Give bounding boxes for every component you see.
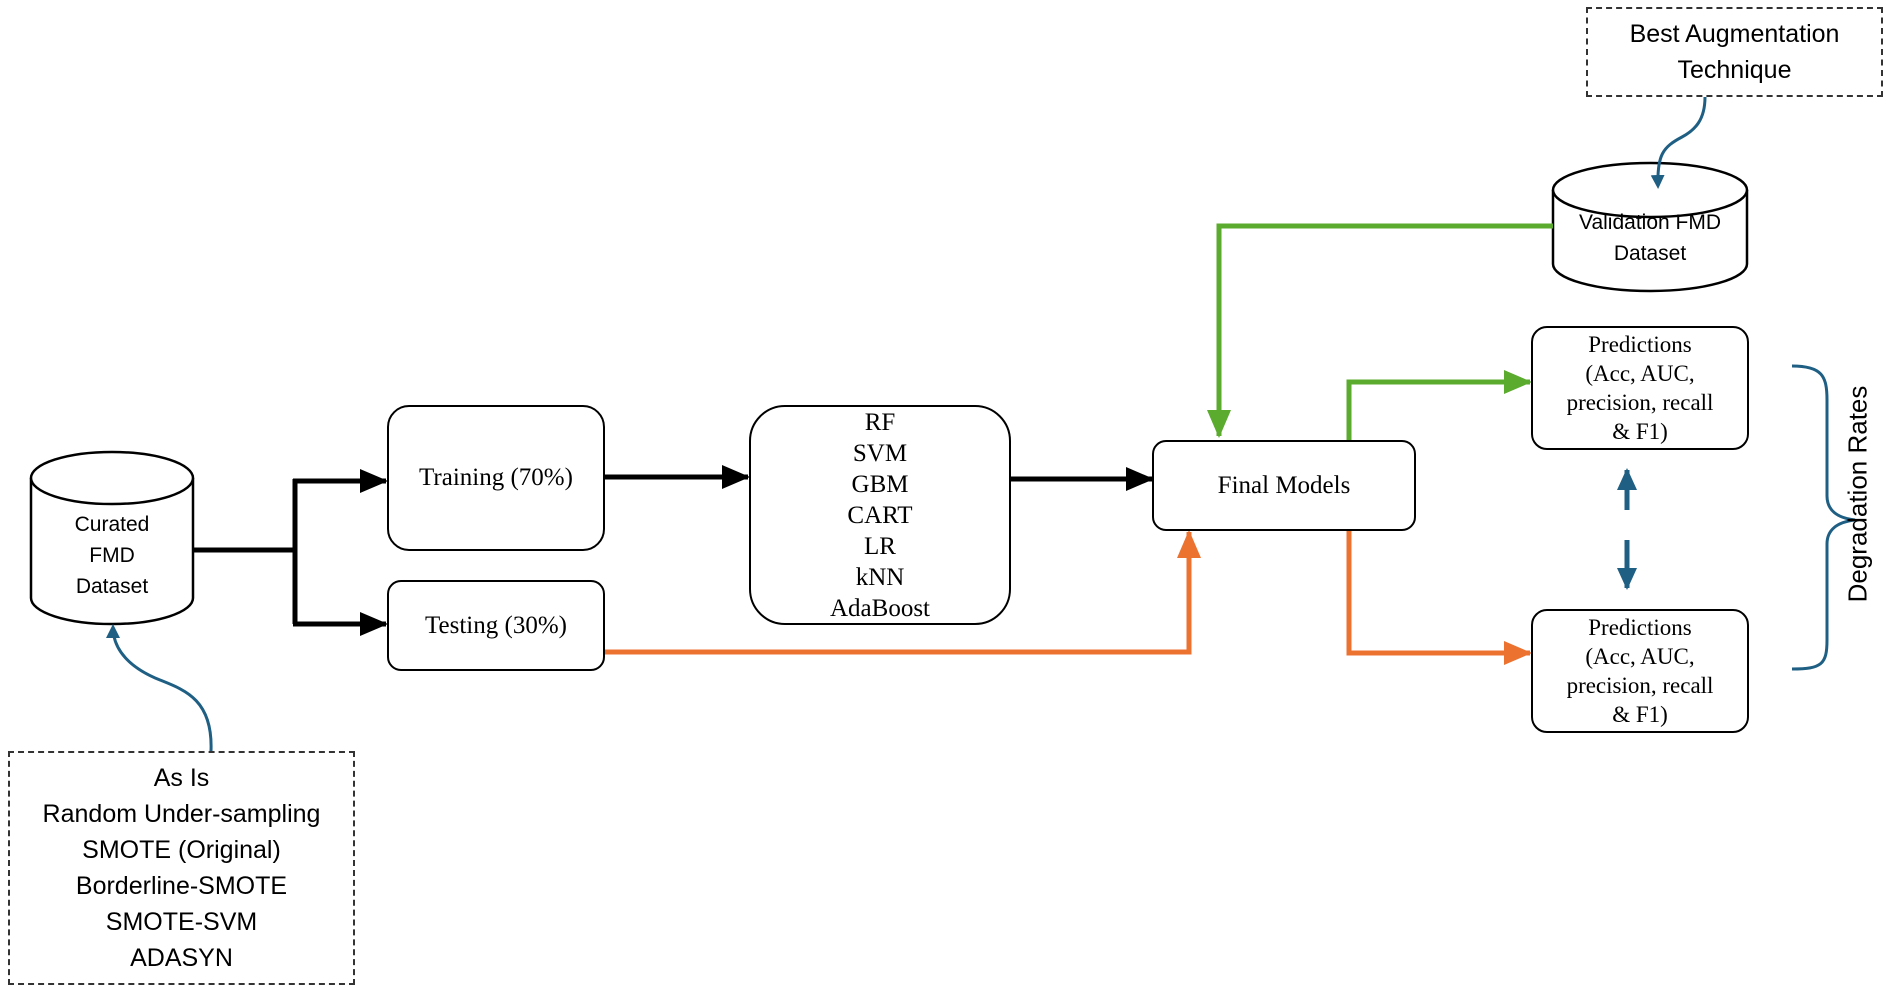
validation-dataset-line-1: Validation FMD <box>1579 211 1721 234</box>
predictions-testing-box: Predictions (Acc, AUC, precision, recall… <box>1531 609 1749 733</box>
augmentation-smote-original: SMOTE (Original) <box>82 836 281 864</box>
annotation-arrows <box>106 96 1707 752</box>
model-lr: LR <box>864 532 896 560</box>
predictions-validation-line-4: & F1) <box>1612 419 1668 444</box>
predictions-validation-line-2: (Acc, AUC, <box>1585 361 1695 386</box>
best-augmentation-box: Best Augmentation Technique <box>1586 7 1883 97</box>
validation-flow-arrows <box>1207 223 1553 440</box>
validation-dataset-line-2: Dataset <box>1613 242 1687 265</box>
predictions-testing-line-1: Predictions <box>1588 615 1692 640</box>
degradation-rates-label: Degradation Rates <box>1842 385 1873 603</box>
best-augmentation-line-2: Technique <box>1677 56 1792 84</box>
training-box: Training (70%) <box>387 405 605 551</box>
validation-dataset-cylinder <box>1551 161 1749 293</box>
curated-dataset-line-2: FMD <box>89 543 135 567</box>
model-adaboost: AdaBoost <box>830 594 930 622</box>
curated-dataset-line-1: Curated <box>74 512 150 536</box>
testing-flow-arrows <box>605 530 1532 665</box>
training-label: Training (70%) <box>419 464 573 491</box>
model-gbm: GBM <box>851 470 909 498</box>
final-models-label: Final Models <box>1217 471 1351 499</box>
models-box: RF SVM GBM CART LR kNN AdaBoost <box>749 405 1011 625</box>
final-models-box: Final Models <box>1152 440 1416 531</box>
augmentation-smote-svm: SMOTE-SVM <box>105 908 258 936</box>
curated-dataset-line-3: Dataset <box>75 574 149 598</box>
predictions-testing-line-2: (Acc, AUC, <box>1585 644 1695 669</box>
predictions-validation-line-3: precision, recall <box>1566 390 1714 415</box>
validation-dataset-label: Validation FMD Dataset <box>1553 205 1747 271</box>
model-rf: RF <box>864 408 896 436</box>
predictions-testing-line-4: & F1) <box>1612 702 1668 727</box>
best-augmentation-line-1: Best Augmentation <box>1629 20 1840 48</box>
testing-box: Testing (30%) <box>387 580 605 671</box>
augmentation-as-is: As Is <box>153 764 210 792</box>
model-knn: kNN <box>855 563 905 591</box>
degradation-brace <box>1791 364 1856 671</box>
predictions-validation-line-1: Predictions <box>1588 332 1692 357</box>
predictions-testing-line-3: precision, recall <box>1566 673 1714 698</box>
model-svm: SVM <box>852 439 908 467</box>
testing-label: Testing (30%) <box>425 611 567 639</box>
curated-dataset-label: Curated FMD Dataset <box>31 505 193 605</box>
augmentation-techniques-box: As Is Random Under-sampling SMOTE (Origi… <box>8 751 355 985</box>
augmentation-adasyn: ADASYN <box>130 944 233 972</box>
curated-dataset-cylinder <box>29 450 195 626</box>
augmentation-borderline-smote: Borderline-SMOTE <box>75 872 288 900</box>
model-cart: CART <box>847 501 913 529</box>
augmentation-random-under-sampling: Random Under-sampling <box>42 800 321 828</box>
predictions-validation-box: Predictions (Acc, AUC, precision, recall… <box>1531 326 1749 450</box>
training-flow-arrows <box>193 465 1154 636</box>
